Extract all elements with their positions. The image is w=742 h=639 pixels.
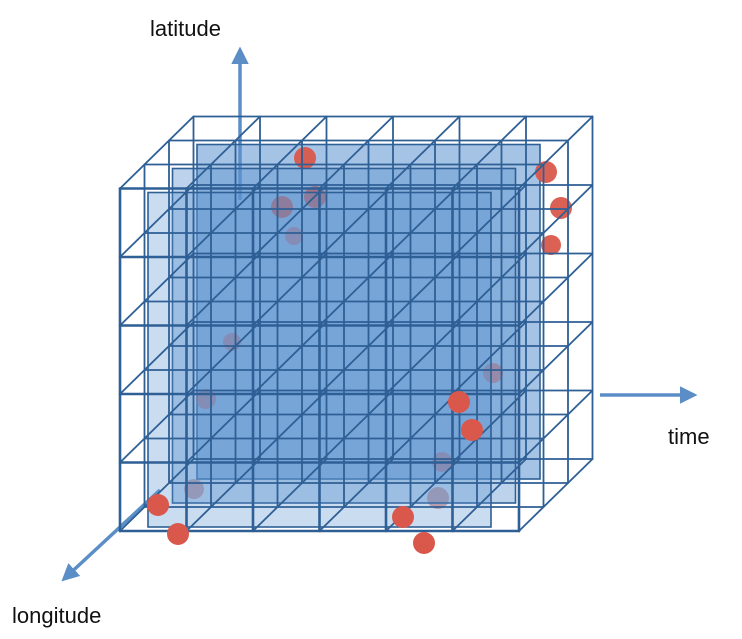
grid-depth-line <box>385 184 461 258</box>
grid-depth-line <box>119 252 195 327</box>
grid-depth-line <box>518 115 594 190</box>
grid-depth-line <box>318 389 394 464</box>
grid-depth-line <box>451 252 527 327</box>
grid-depth-line <box>518 389 594 464</box>
data-point <box>550 197 572 219</box>
grid-depth-line <box>451 184 527 258</box>
data-point <box>461 419 483 441</box>
grid-depth-line <box>385 115 461 190</box>
grid-depth-line <box>318 252 394 327</box>
grid-depth-line <box>318 321 394 395</box>
grid-depth-line <box>385 252 461 327</box>
grid-depth-line <box>252 115 328 190</box>
grid-depth-line <box>385 389 461 464</box>
grid-depth-line <box>119 321 195 395</box>
grid-depth-line <box>185 184 261 258</box>
longitude-axis-arrow <box>61 488 162 582</box>
grid-depth-line <box>119 389 195 464</box>
grid-depth-line <box>318 115 394 190</box>
grid-depth-line <box>252 389 328 464</box>
data-point <box>285 227 303 245</box>
grid-depth-line <box>318 184 394 258</box>
data-point <box>147 494 169 516</box>
grid-depth-line <box>185 252 261 327</box>
data-point <box>184 479 204 499</box>
longitude-axis-label: longitude <box>12 603 102 628</box>
grid-depth-line <box>252 252 328 327</box>
grid-depth-line <box>451 458 527 532</box>
data-point <box>271 196 293 218</box>
grid-depth-line <box>185 389 261 464</box>
grid-depth-line <box>451 115 527 190</box>
data-point <box>294 147 316 169</box>
grid-depth-line <box>252 458 328 532</box>
data-point <box>541 235 561 255</box>
grid-depth-line <box>252 184 328 258</box>
grid-depth-line <box>185 115 261 190</box>
grid-depth-line <box>451 389 527 464</box>
grid-depth-line <box>518 252 594 327</box>
data-point <box>392 506 414 528</box>
grid-depth-line <box>518 184 594 258</box>
grid-depth-line <box>185 458 261 532</box>
grid-depth-line <box>185 321 261 395</box>
grid-depth-line <box>318 458 394 532</box>
grid-depth-line <box>451 321 527 395</box>
grid-depth-line <box>119 115 195 190</box>
data-point <box>483 363 503 383</box>
grid-depth-line <box>252 321 328 395</box>
data-point <box>167 523 189 545</box>
latitude-axis-label: latitude <box>150 16 221 41</box>
data-point <box>413 532 435 554</box>
grid-depth-line <box>385 321 461 395</box>
grid-depth-line <box>119 184 195 258</box>
grid-depth-line <box>518 458 594 532</box>
time-axis-label: time <box>668 424 710 449</box>
data-point <box>448 391 470 413</box>
grid-depth-line <box>518 321 594 395</box>
